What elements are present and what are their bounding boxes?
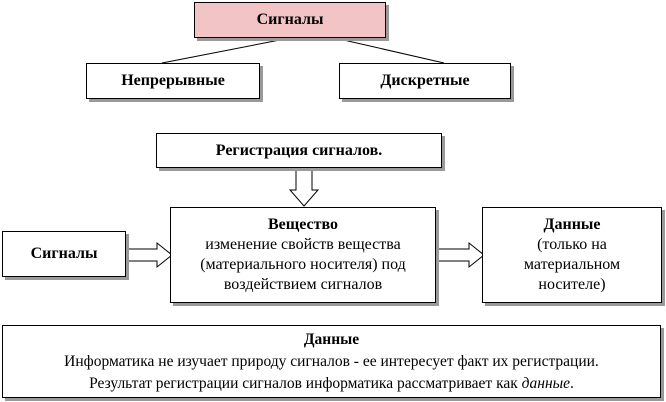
discrete-box: Дискретные bbox=[339, 63, 511, 99]
substance-title: Вещество bbox=[267, 216, 339, 233]
data-note-line-prefix: Результат регистрации сигналов информати… bbox=[89, 374, 522, 392]
data-box: Данные (только на материальном носителе) bbox=[482, 207, 662, 303]
data-line: (только на bbox=[537, 236, 607, 253]
data-note-line: Информатика не изучает природу сигналов … bbox=[64, 352, 599, 370]
arrow-down-icon bbox=[288, 167, 320, 207]
discrete-label: Дискретные bbox=[380, 72, 470, 89]
signals-root-box: Сигналы bbox=[194, 2, 386, 38]
signals-box: Сигналы bbox=[2, 231, 126, 277]
data-note-box: Данные Информатика не изучает природу си… bbox=[2, 325, 661, 398]
data-note-line: Результат регистрации сигналов информати… bbox=[89, 373, 574, 395]
substance-line: (материального носителя) под bbox=[200, 256, 406, 273]
connector-left bbox=[161, 37, 291, 64]
substance-box: Вещество изменение свойств вещества (мат… bbox=[170, 207, 436, 303]
signals-label: Сигналы bbox=[30, 245, 98, 262]
continuous-box: Непрерывные bbox=[86, 63, 260, 99]
connector-right bbox=[334, 37, 445, 64]
substance-line: изменение свойств вещества bbox=[205, 236, 401, 253]
signals-root-label: Сигналы bbox=[256, 11, 324, 28]
data-note-emphasis: данные bbox=[521, 374, 571, 392]
registration-box: Регистрация сигналов. bbox=[156, 133, 442, 168]
arrow-right-icon bbox=[435, 241, 485, 269]
data-line: материальном bbox=[523, 256, 621, 273]
data-note-line-suffix: . bbox=[570, 374, 574, 392]
data-title: Данные bbox=[543, 216, 601, 233]
continuous-label: Непрерывные bbox=[121, 72, 225, 89]
arrow-right-icon bbox=[125, 241, 173, 269]
data-note-title: Данные bbox=[303, 330, 360, 348]
registration-label: Регистрация сигналов. bbox=[215, 141, 383, 159]
substance-line: воздействием сигналов bbox=[223, 276, 383, 293]
data-line: носителе) bbox=[538, 276, 606, 293]
